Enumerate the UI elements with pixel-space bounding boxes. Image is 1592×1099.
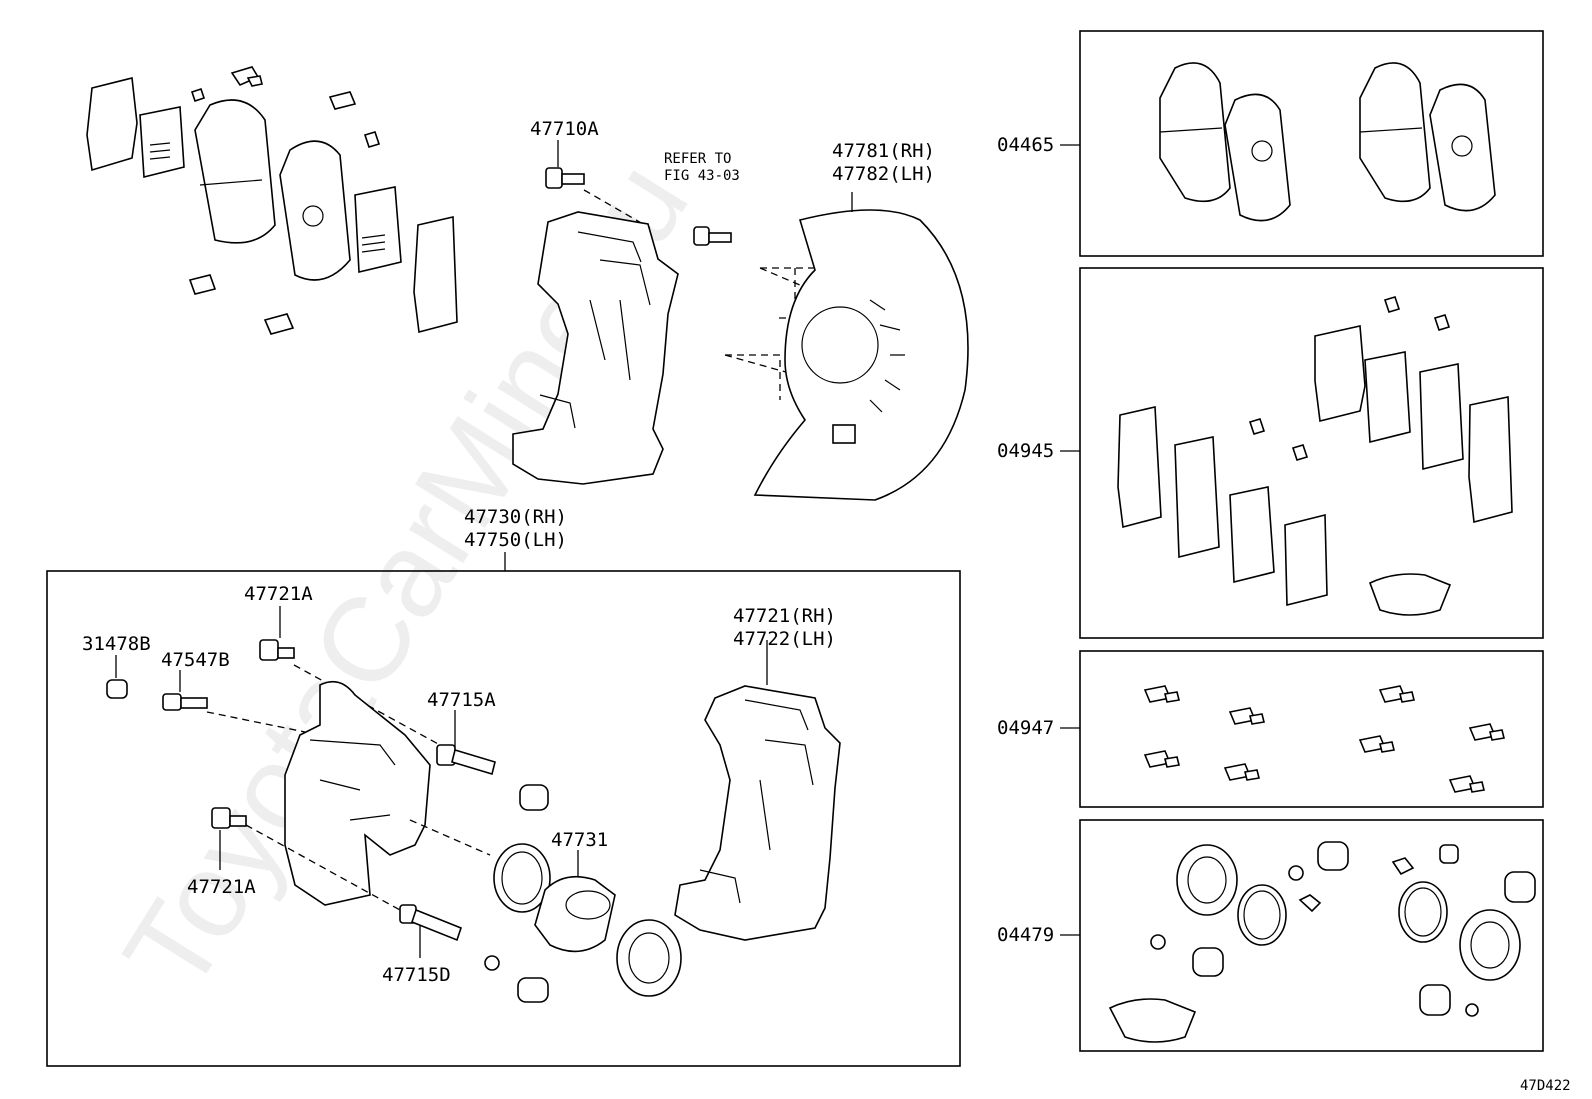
label-47715d: 47715D xyxy=(382,964,451,986)
dust-cover xyxy=(753,192,969,501)
label-47730-rh: 47730(RH) xyxy=(464,506,567,528)
kit-04945-box xyxy=(1079,267,1544,639)
label-47781-rh: 47781(RH) xyxy=(832,140,935,162)
label-47782-lh: 47782(LH) xyxy=(832,163,935,185)
label-47721a-top: 47721A xyxy=(244,583,313,605)
kit-04465-box xyxy=(1079,30,1544,257)
kit-04947: 04947 xyxy=(997,650,1544,808)
bracket-bolt-47710a xyxy=(545,140,651,229)
label-47721a-bottom: 47721A xyxy=(187,876,256,898)
caliper-assembly-parts xyxy=(106,606,841,1003)
label-47731: 47731 xyxy=(551,829,608,851)
caliper-assembly-box xyxy=(46,570,961,1067)
kit-04479-code: 04479 xyxy=(997,924,1054,946)
kit-04947-code: 04947 xyxy=(997,717,1054,739)
label-31478b: 31478B xyxy=(82,633,151,655)
label-refer-to: REFER TO xyxy=(664,151,731,167)
label-47721-rh: 47721(RH) xyxy=(733,605,836,627)
kit-04945-code: 04945 xyxy=(997,440,1054,462)
label-47547b: 47547B xyxy=(161,649,230,671)
kit-04465-code: 04465 xyxy=(997,134,1054,156)
kit-04947-box xyxy=(1079,650,1544,808)
label-47750-lh: 47750(LH) xyxy=(464,529,567,551)
label-fig: FIG 43-03 xyxy=(664,168,740,184)
kit-04945: 04945 xyxy=(997,267,1544,639)
kit-04465: 04465 xyxy=(997,30,1544,257)
mounting-bracket-top xyxy=(512,211,679,485)
label-47722-lh: 47722(LH) xyxy=(733,628,836,650)
hub-bolt xyxy=(693,226,732,246)
pad-cluster-top-left xyxy=(86,66,458,335)
label-47710a: 47710A xyxy=(530,118,599,140)
label-47715a: 47715A xyxy=(427,689,496,711)
figure-code: 47D422 xyxy=(1520,1078,1571,1094)
kit-04479: 04479 xyxy=(997,819,1544,1052)
